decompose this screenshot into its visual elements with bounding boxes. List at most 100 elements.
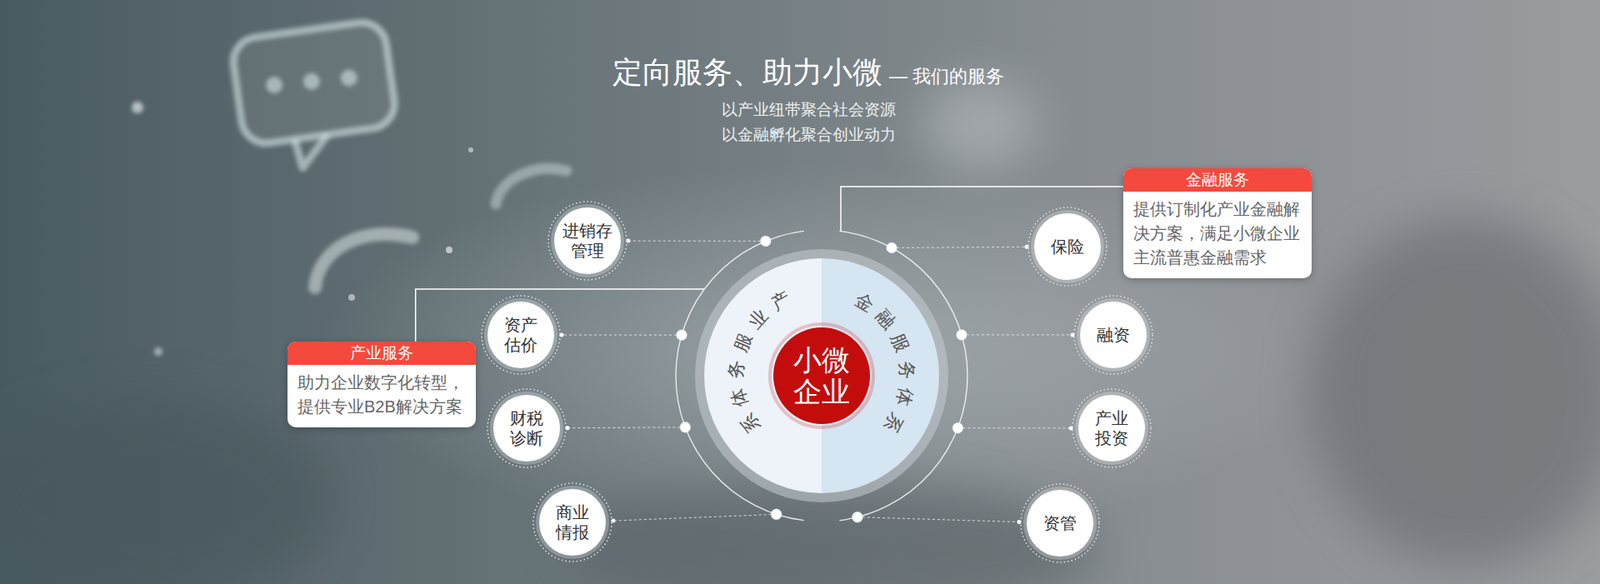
circle-dotted-ring [1072, 389, 1151, 468]
circle-disc [1080, 301, 1147, 369]
core-disc [773, 327, 870, 425]
bokeh-dot [131, 101, 144, 114]
subtitle-block: 以产业纽带聚合社会资源以金融孵化聚合创业动力 [8, 97, 1600, 148]
bubble-dot [339, 68, 359, 88]
circle-label: 保险 [1050, 236, 1085, 257]
arc-char: 产 [768, 289, 794, 315]
circle-label: 产业投资 [1094, 408, 1130, 449]
dotted-connector [561, 335, 682, 336]
service-circle: 商业情报 [531, 481, 614, 564]
dotted-connector [857, 517, 1020, 523]
circle-figure [1070, 387, 1153, 470]
dotted-connector [891, 246, 1027, 248]
title-suffix: — 我们的服务 [889, 65, 1005, 87]
core-circle: 小微企业 [773, 327, 870, 425]
circle-disc [554, 207, 621, 275]
circle-dotted-ring [481, 295, 560, 375]
circle-label: 融资 [1095, 325, 1131, 345]
circle-halo [484, 298, 558, 372]
ring-halo [695, 249, 949, 503]
circle-figure [485, 387, 568, 470]
bokeh-dot [154, 347, 163, 356]
dotted-connector [567, 426, 685, 429]
page-title: 定向服务、助力小微 [612, 55, 883, 90]
card-body: 助力企业数字化转型，提供专业B2B解决方案 [287, 365, 476, 428]
arc-char: 系 [738, 410, 765, 437]
circle-figure [531, 481, 614, 564]
circle-dotted-ring [1020, 484, 1100, 563]
arc-char: 融 [872, 306, 899, 333]
blur-blob [1308, 216, 1600, 567]
circle-dotted-ring [533, 483, 612, 562]
service-circle: 进销存管理 [546, 200, 629, 282]
card-heading: 产业服务 [287, 341, 476, 365]
service-circle: 融资 [1072, 294, 1155, 376]
blur-blob [0, 400, 334, 584]
core-halo [770, 324, 874, 428]
core-label: 小微企业 [792, 344, 851, 408]
bubble-dot [302, 71, 322, 91]
service-ring: 产业服务体系金融服务体系小微企业 [675, 230, 968, 522]
circle-label: 商业情报 [555, 502, 590, 543]
service-card: 金融服务提供订制化产业金融解决方案，满足小微企业主流普惠金融需求 [1123, 168, 1312, 279]
arc-char: 服 [731, 330, 756, 355]
circle-dotted-ring [548, 201, 627, 280]
arc-char: 体 [728, 386, 751, 410]
arc-char: 体 [892, 385, 915, 409]
phone-icon [315, 234, 413, 288]
dotted-connector [628, 240, 766, 242]
circle-disc [1026, 490, 1094, 557]
circle-dotted-ring [1074, 295, 1153, 375]
service-circle: 产业投资 [1070, 387, 1153, 470]
subtitle: 以金融孵化聚合创业动力 [8, 122, 1600, 148]
arc-char: 系 [880, 409, 905, 435]
bubble-tail [294, 135, 331, 169]
circle-halo [1075, 391, 1149, 465]
dotted-connector [961, 334, 1073, 335]
bokeh-dot [468, 147, 474, 153]
service-circle: 保险 [1026, 205, 1109, 288]
bokeh-dot [348, 294, 355, 301]
circle-halo [1076, 298, 1150, 372]
circle-halo [1030, 210, 1105, 284]
arc-char: 金 [851, 290, 877, 315]
service-circle: 财税诊断 [485, 387, 568, 470]
circle-label: 资管 [1042, 513, 1078, 534]
bubble-dot [265, 75, 285, 95]
circle-figure [546, 200, 629, 282]
circle-halo [490, 391, 564, 465]
circle-label: 财税诊断 [509, 408, 545, 449]
bokeh-dot [445, 246, 453, 254]
service-circle: 资管 [1019, 482, 1101, 565]
circle-label: 资产估价 [503, 315, 539, 355]
circle-disc [487, 301, 555, 369]
arc-char: 业 [745, 305, 772, 332]
bubble-outline [230, 19, 398, 147]
arc-char: 务 [896, 360, 917, 380]
card-heading: 金融服务 [1123, 168, 1312, 192]
page-heading: 定向服务、助力小微 — 我们的服务以产业纽带聚合社会资源以金融孵化聚合创业动力 [8, 51, 1600, 148]
circle-halo [550, 204, 625, 278]
circle-disc [493, 395, 560, 462]
subtitle: 以产业纽带聚合社会资源 [8, 97, 1600, 123]
circle-halo [535, 485, 610, 560]
circle-halo [1023, 486, 1097, 560]
dotted-connector [957, 427, 1071, 429]
speech-bubble-icon [230, 19, 402, 175]
service-circle: 资产估价 [480, 294, 562, 376]
circle-figure [480, 294, 562, 376]
blur-blob [920, 79, 1038, 171]
arc-char: 务 [726, 360, 746, 380]
dotted-connector [613, 514, 777, 521]
phone-icon [495, 168, 567, 205]
circle-disc [539, 489, 606, 556]
circle-label: 进销存管理 [561, 220, 614, 261]
circle-dotted-ring [487, 389, 566, 468]
arc-char: 服 [888, 330, 913, 355]
service-card: 产业服务助力企业数字化转型，提供专业B2B解决方案 [287, 341, 476, 428]
card-body: 提供订制化产业金融解决方案，满足小微企业主流普惠金融需求 [1123, 191, 1312, 279]
circle-disc [1078, 395, 1145, 462]
circle-dotted-ring [1028, 207, 1107, 286]
circle-disc [1034, 213, 1101, 280]
title-row: 定向服务、助力小微 — 我们的服务 [8, 51, 1600, 98]
